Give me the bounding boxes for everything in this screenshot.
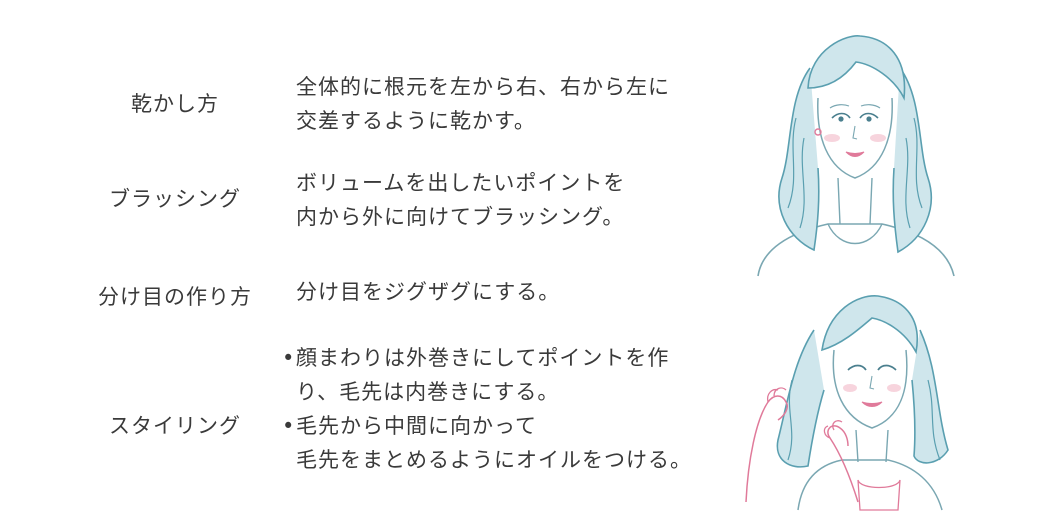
desc-line: 交差するように乾かす。: [296, 109, 536, 133]
woman-wavy-hair-illustration: [757, 35, 955, 277]
label-brushing: ブラッシング: [109, 187, 241, 211]
desc-line: 毛先をまとめるようにオイルをつける。: [296, 448, 692, 472]
bullet-mark: •: [282, 414, 296, 438]
desc-drying: 全体的に根元を左から右、右から左に 交差するように乾かす。: [296, 70, 670, 138]
desc-line: 内から外に向けてブラッシング。: [296, 205, 625, 229]
bullet-item: • 毛先から中間に向かって: [282, 409, 692, 443]
label-parting: 分け目の作り方: [98, 285, 252, 309]
label-drying: 乾かし方: [131, 92, 219, 116]
bullet-mark: •: [282, 346, 296, 370]
desc-line: り、毛先は内巻きにする。: [296, 380, 560, 404]
label-styling: スタイリング: [109, 414, 241, 438]
bullet-item: • 顔まわりは外巻きにしてポイントを作: [282, 341, 692, 375]
desc-styling: • 顔まわりは外巻きにしてポイントを作 り、毛先は内巻きにする。 • 毛先から中…: [282, 341, 692, 477]
woman-styling-hair-illustration: [745, 295, 949, 511]
desc-line: 分け目をジグザグにする。: [296, 280, 561, 304]
desc-parting: 分け目をジグザグにする。: [296, 275, 560, 309]
desc-line: 全体的に根元を左から右、右から左に: [296, 75, 670, 99]
desc-line: 毛先から中間に向かって: [296, 414, 537, 438]
desc-line: 顔まわりは外巻きにしてポイントを作: [296, 346, 670, 370]
desc-line: ボリュームを出したいポイントを: [296, 171, 626, 195]
desc-brushing: ボリュームを出したいポイントを 内から外に向けてブラッシング。: [296, 166, 625, 234]
